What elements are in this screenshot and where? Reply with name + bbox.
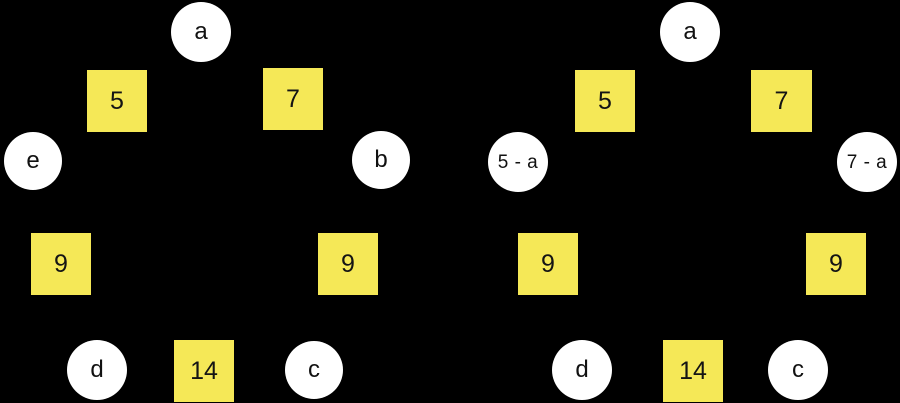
node-e[interactable]: e [4, 132, 62, 190]
edge-weight-a-b[interactable]: 7 [263, 68, 323, 130]
node-label: a [194, 18, 208, 45]
edge-weight-a-5a[interactable]: 5 [575, 70, 635, 132]
edge-weight-text: 5 [598, 86, 612, 115]
node-7-minus-a[interactable]: 7 - a [837, 132, 897, 192]
node-label: d [575, 356, 589, 383]
node-a[interactable]: a [660, 2, 720, 62]
node-d[interactable]: d [67, 340, 127, 400]
node-label: 5 - a [497, 151, 539, 173]
edge-weight-text: 14 [190, 356, 218, 385]
edge-weight-text: 14 [679, 356, 707, 385]
edge-weight-text: 5 [110, 86, 124, 115]
edge-weight-7a-c[interactable]: 9 [806, 233, 866, 295]
node-a[interactable]: a [171, 2, 231, 62]
edge-weight-a-7a[interactable]: 7 [751, 70, 812, 132]
node-label: c [792, 356, 804, 383]
node-label: 7 - a [846, 151, 888, 173]
edge-weight-e-d[interactable]: 9 [31, 233, 91, 295]
edge-weight-a-e[interactable]: 5 [87, 70, 147, 132]
node-b[interactable]: b [352, 131, 410, 189]
node-label: e [26, 147, 40, 174]
edge-weight-text: 7 [286, 84, 300, 113]
node-c[interactable]: c [768, 340, 828, 400]
edge-weight-d-c[interactable]: 14 [174, 340, 234, 402]
edge-weight-text: 9 [54, 249, 68, 278]
node-d[interactable]: d [552, 340, 612, 400]
node-label: a [683, 18, 697, 45]
node-label: d [90, 356, 104, 383]
edge-weight-b-c[interactable]: 9 [318, 233, 378, 295]
right-graph: a 7 - a c d 5 - a 5 7 9 9 14 [450, 0, 900, 403]
node-label: c [308, 356, 320, 383]
edge-weight-text: 9 [541, 249, 555, 278]
node-c[interactable]: c [285, 341, 343, 399]
node-5-minus-a[interactable]: 5 - a [488, 132, 548, 192]
edge-weight-text: 9 [341, 249, 355, 278]
edge-weight-text: 9 [829, 249, 843, 278]
edge-weight-text: 7 [774, 86, 789, 115]
node-label: b [374, 146, 388, 173]
edge-weight-d-c[interactable]: 14 [663, 340, 723, 402]
edge-weight-5a-d[interactable]: 9 [518, 233, 578, 295]
left-graph: a b c d e 5 7 9 9 14 [4, 2, 410, 402]
